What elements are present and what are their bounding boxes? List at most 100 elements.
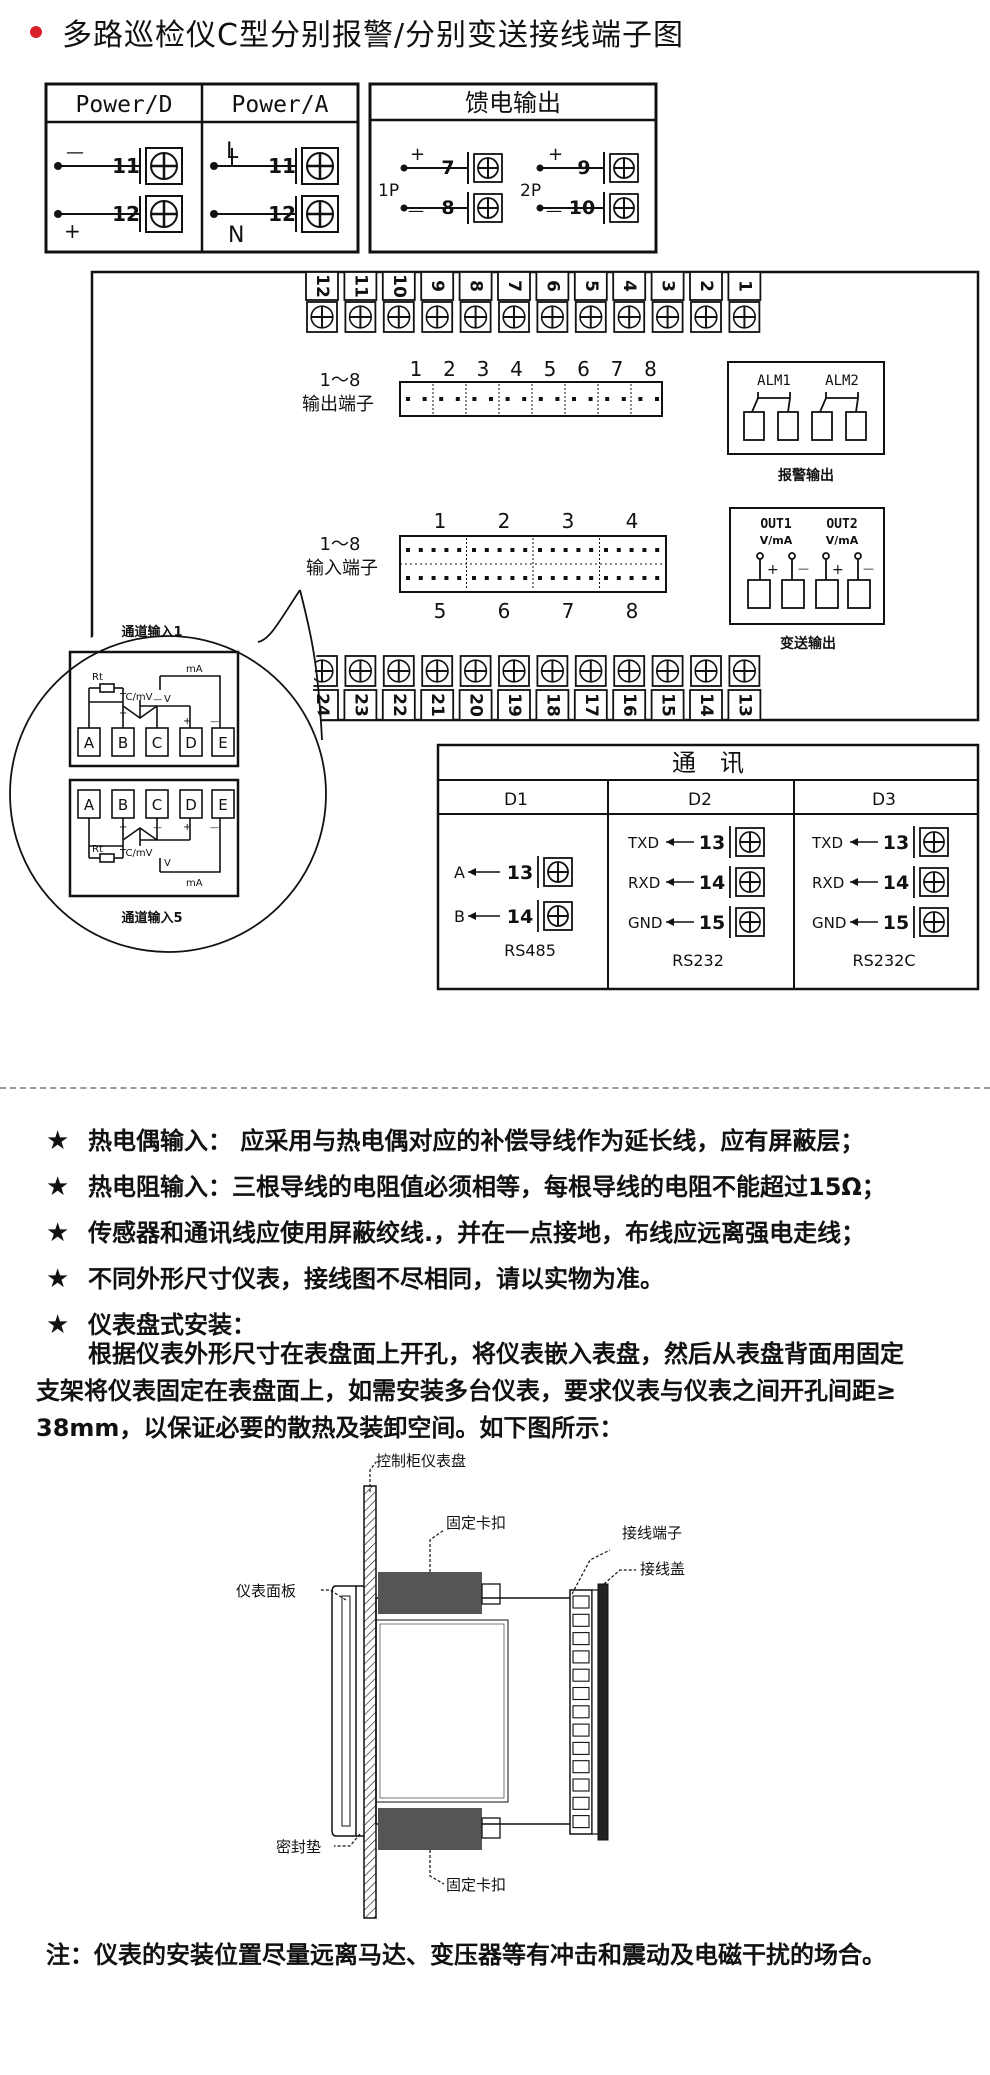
top-terminal: 5 [573,271,608,333]
bottom-terminal: 13 [727,655,762,721]
signal-label: TXD [627,834,659,852]
d1-rs485: RS485 [504,941,556,960]
terminal-number: 14 [883,872,909,894]
feed-2p-minus: — [546,201,562,220]
pin [472,397,477,401]
terminal-number: 14 [696,693,716,717]
screw-icon [609,193,639,223]
comm-d3: D3 [872,790,896,810]
d1-a: A [454,863,465,882]
bottom-terminal: 22 [381,655,416,721]
note-text: 热电阻输入：三根导线的电阻值必须相等，每根导线的电阻不能超过15Ω； [88,1173,886,1201]
power-d-header: Power/D [76,92,173,118]
pin [629,548,634,552]
install-paragraph: 根据仪表外形尺寸在表盘面上开孔，将仪表嵌入表盘，然后从表盘背面用固定 支架将仪表… [36,1336,956,1447]
ch1-ma: mA [186,664,203,675]
terminal-slot [572,1668,590,1682]
label-control-panel: 控制柜仪表盘 [376,1452,466,1470]
screw-icon [459,301,492,333]
top-terminal: 3 [650,271,685,333]
screw-icon [144,194,184,234]
pin [655,397,659,401]
pin [642,548,647,552]
input-number: 8 [626,599,639,623]
note-item: ★热电阻输入：三根导线的电阻值必须相等，每根导线的电阻不能超过15Ω； [46,1164,966,1210]
ch5-rt: Rt [92,844,103,855]
terminal-number: 22 [389,693,409,717]
bottom-terminal: 17 [573,655,608,721]
terminal-slot [572,1595,590,1609]
pin [538,576,542,580]
output-number: 4 [510,357,523,381]
pin [505,397,510,401]
pin [444,548,449,552]
label-instrument-face: 仪表面板 [236,1582,296,1600]
terminal-number: 10 [389,274,409,298]
top-terminal: 7 [497,271,531,333]
terminal-slot [572,1796,590,1810]
screw-icon [536,655,569,687]
pin [604,576,608,580]
power-a-t11: 11 [268,154,296,178]
terminal-slot [572,1613,590,1627]
terminal-number: 15 [883,912,909,934]
bullet-dot-icon [30,26,42,38]
input-number: 7 [562,599,575,623]
ch5-v: V [164,858,171,869]
feed-1p-plus: + [410,144,425,165]
screw-icon [613,301,646,333]
bottom-terminal: 23 [343,655,378,721]
pin [418,548,423,552]
screw-icon [473,193,503,223]
out2-unit: V/mA [826,534,859,547]
note-item: ★不同外形尺寸仪表，接线图不尽相同，请以实物为准。 [46,1256,966,1302]
screw-icon [421,655,454,687]
terminal-number: 13 [883,832,909,854]
screw-icon [300,194,340,234]
pin [455,397,460,401]
bottom-terminal: 16 [612,655,647,721]
screw-icon [735,907,765,937]
terminal-number: 13 [699,832,725,854]
ch5-tcmv: TC/mV [119,848,153,859]
pin [431,576,436,580]
paragraph-line: 38mm，以保证必要的散热及装卸空间。如下图所示： [36,1414,624,1442]
feed-t10: 10 [569,197,595,219]
label-terminal: 接线端子 [622,1524,682,1542]
terminal-number: 4 [619,280,639,292]
terminal-slot [572,1778,590,1792]
screw-icon [382,655,415,687]
pin [418,576,423,580]
pin [616,576,621,580]
label-clip-top: 固定卡扣 [446,1514,506,1532]
screw-icon [536,301,569,333]
pin [406,397,410,401]
pin [629,576,634,580]
power-d-t11: 11 [112,154,140,178]
pin [550,576,555,580]
pin [638,397,643,401]
ch1-minus1: — [153,695,162,705]
screw-icon [498,655,530,687]
pin [522,397,527,401]
pin [589,548,594,552]
terminal-number: 9 [427,280,447,292]
d1-t13: 13 [507,862,533,884]
pin [655,576,660,580]
ch1-tcmv: TC/mV [119,692,153,703]
ch5-minus2: — [210,823,219,833]
input-number: 6 [498,599,511,623]
pin [472,548,476,552]
signal-label: RXD [628,874,660,892]
screw-icon [382,301,415,333]
comm-signal-row: TXD 13 [627,826,765,858]
power-a-header: Power/A [232,92,329,118]
